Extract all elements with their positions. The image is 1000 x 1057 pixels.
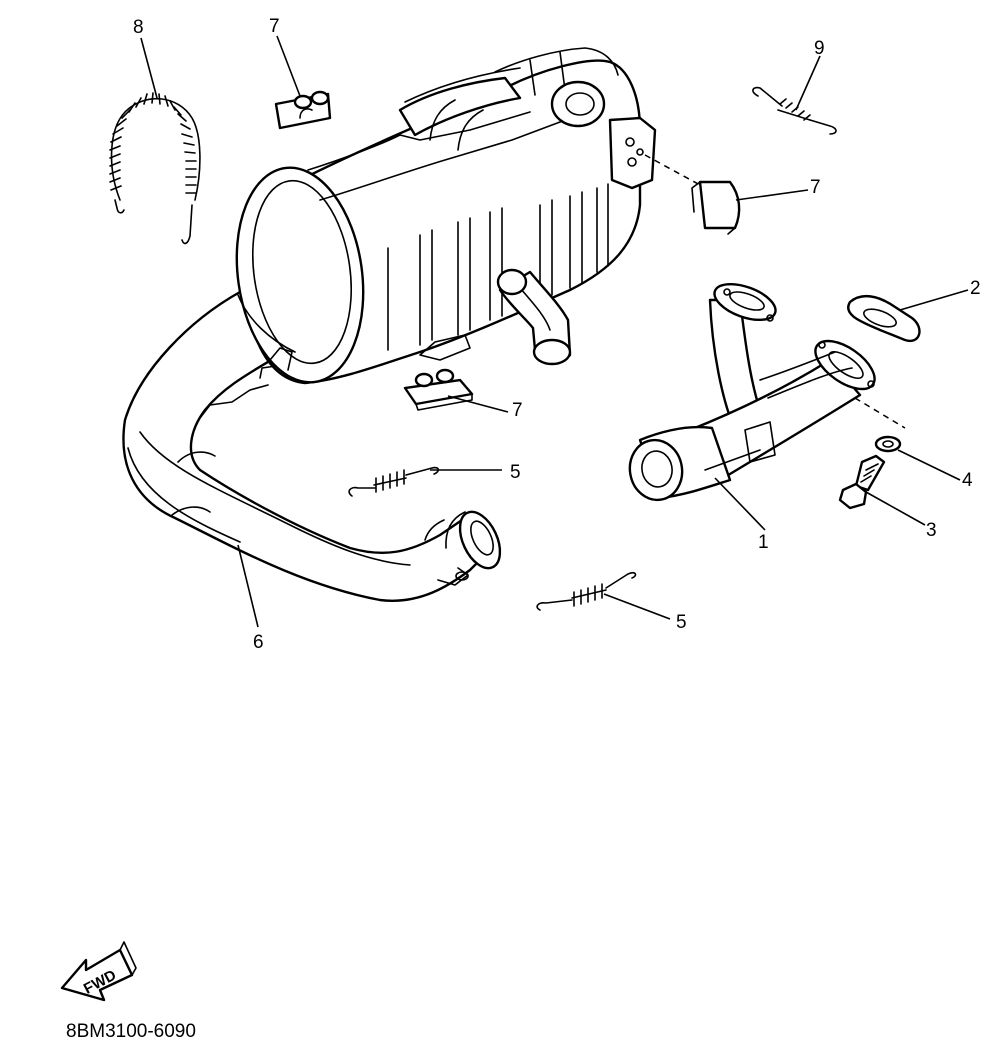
callout-1: 1 — [758, 532, 769, 553]
callout-7-top: 7 — [269, 16, 280, 37]
callout-9: 9 — [814, 38, 825, 59]
spring-upper — [348, 466, 440, 497]
exhaust-rear-pipe — [122, 290, 502, 602]
callout-labels: 8 7 9 7 2 7 4 5 3 1 5 6 — [133, 16, 981, 653]
leader-lines — [140, 35, 969, 628]
callout-5-lower: 5 — [676, 612, 687, 633]
assembly-lines — [644, 154, 906, 429]
exhaust-bolt — [838, 454, 886, 510]
part-code: 8BM3100-6090 — [66, 1021, 196, 1042]
fwd-direction-badge: FWD — [60, 941, 137, 1002]
spring-lower — [536, 571, 637, 611]
callout-3: 3 — [926, 520, 937, 541]
damper-front — [691, 180, 741, 235]
callout-8: 8 — [133, 17, 144, 38]
callout-7-front: 7 — [810, 177, 821, 198]
spring-large — [109, 92, 201, 245]
exhaust-front-pipe — [628, 282, 876, 502]
damper-top — [274, 90, 332, 130]
muffler — [235, 47, 657, 385]
washer — [874, 435, 902, 453]
callout-5-upper: 5 — [510, 462, 521, 483]
callout-2: 2 — [970, 278, 981, 299]
callout-7-bottom: 7 — [512, 400, 523, 421]
exhaust-gasket — [847, 294, 921, 343]
damper-bottom — [403, 368, 474, 411]
muffler-outlet-pipe — [496, 268, 572, 366]
spring-upper-right — [752, 86, 837, 135]
callout-4: 4 — [962, 470, 973, 491]
callout-6: 6 — [253, 632, 264, 653]
